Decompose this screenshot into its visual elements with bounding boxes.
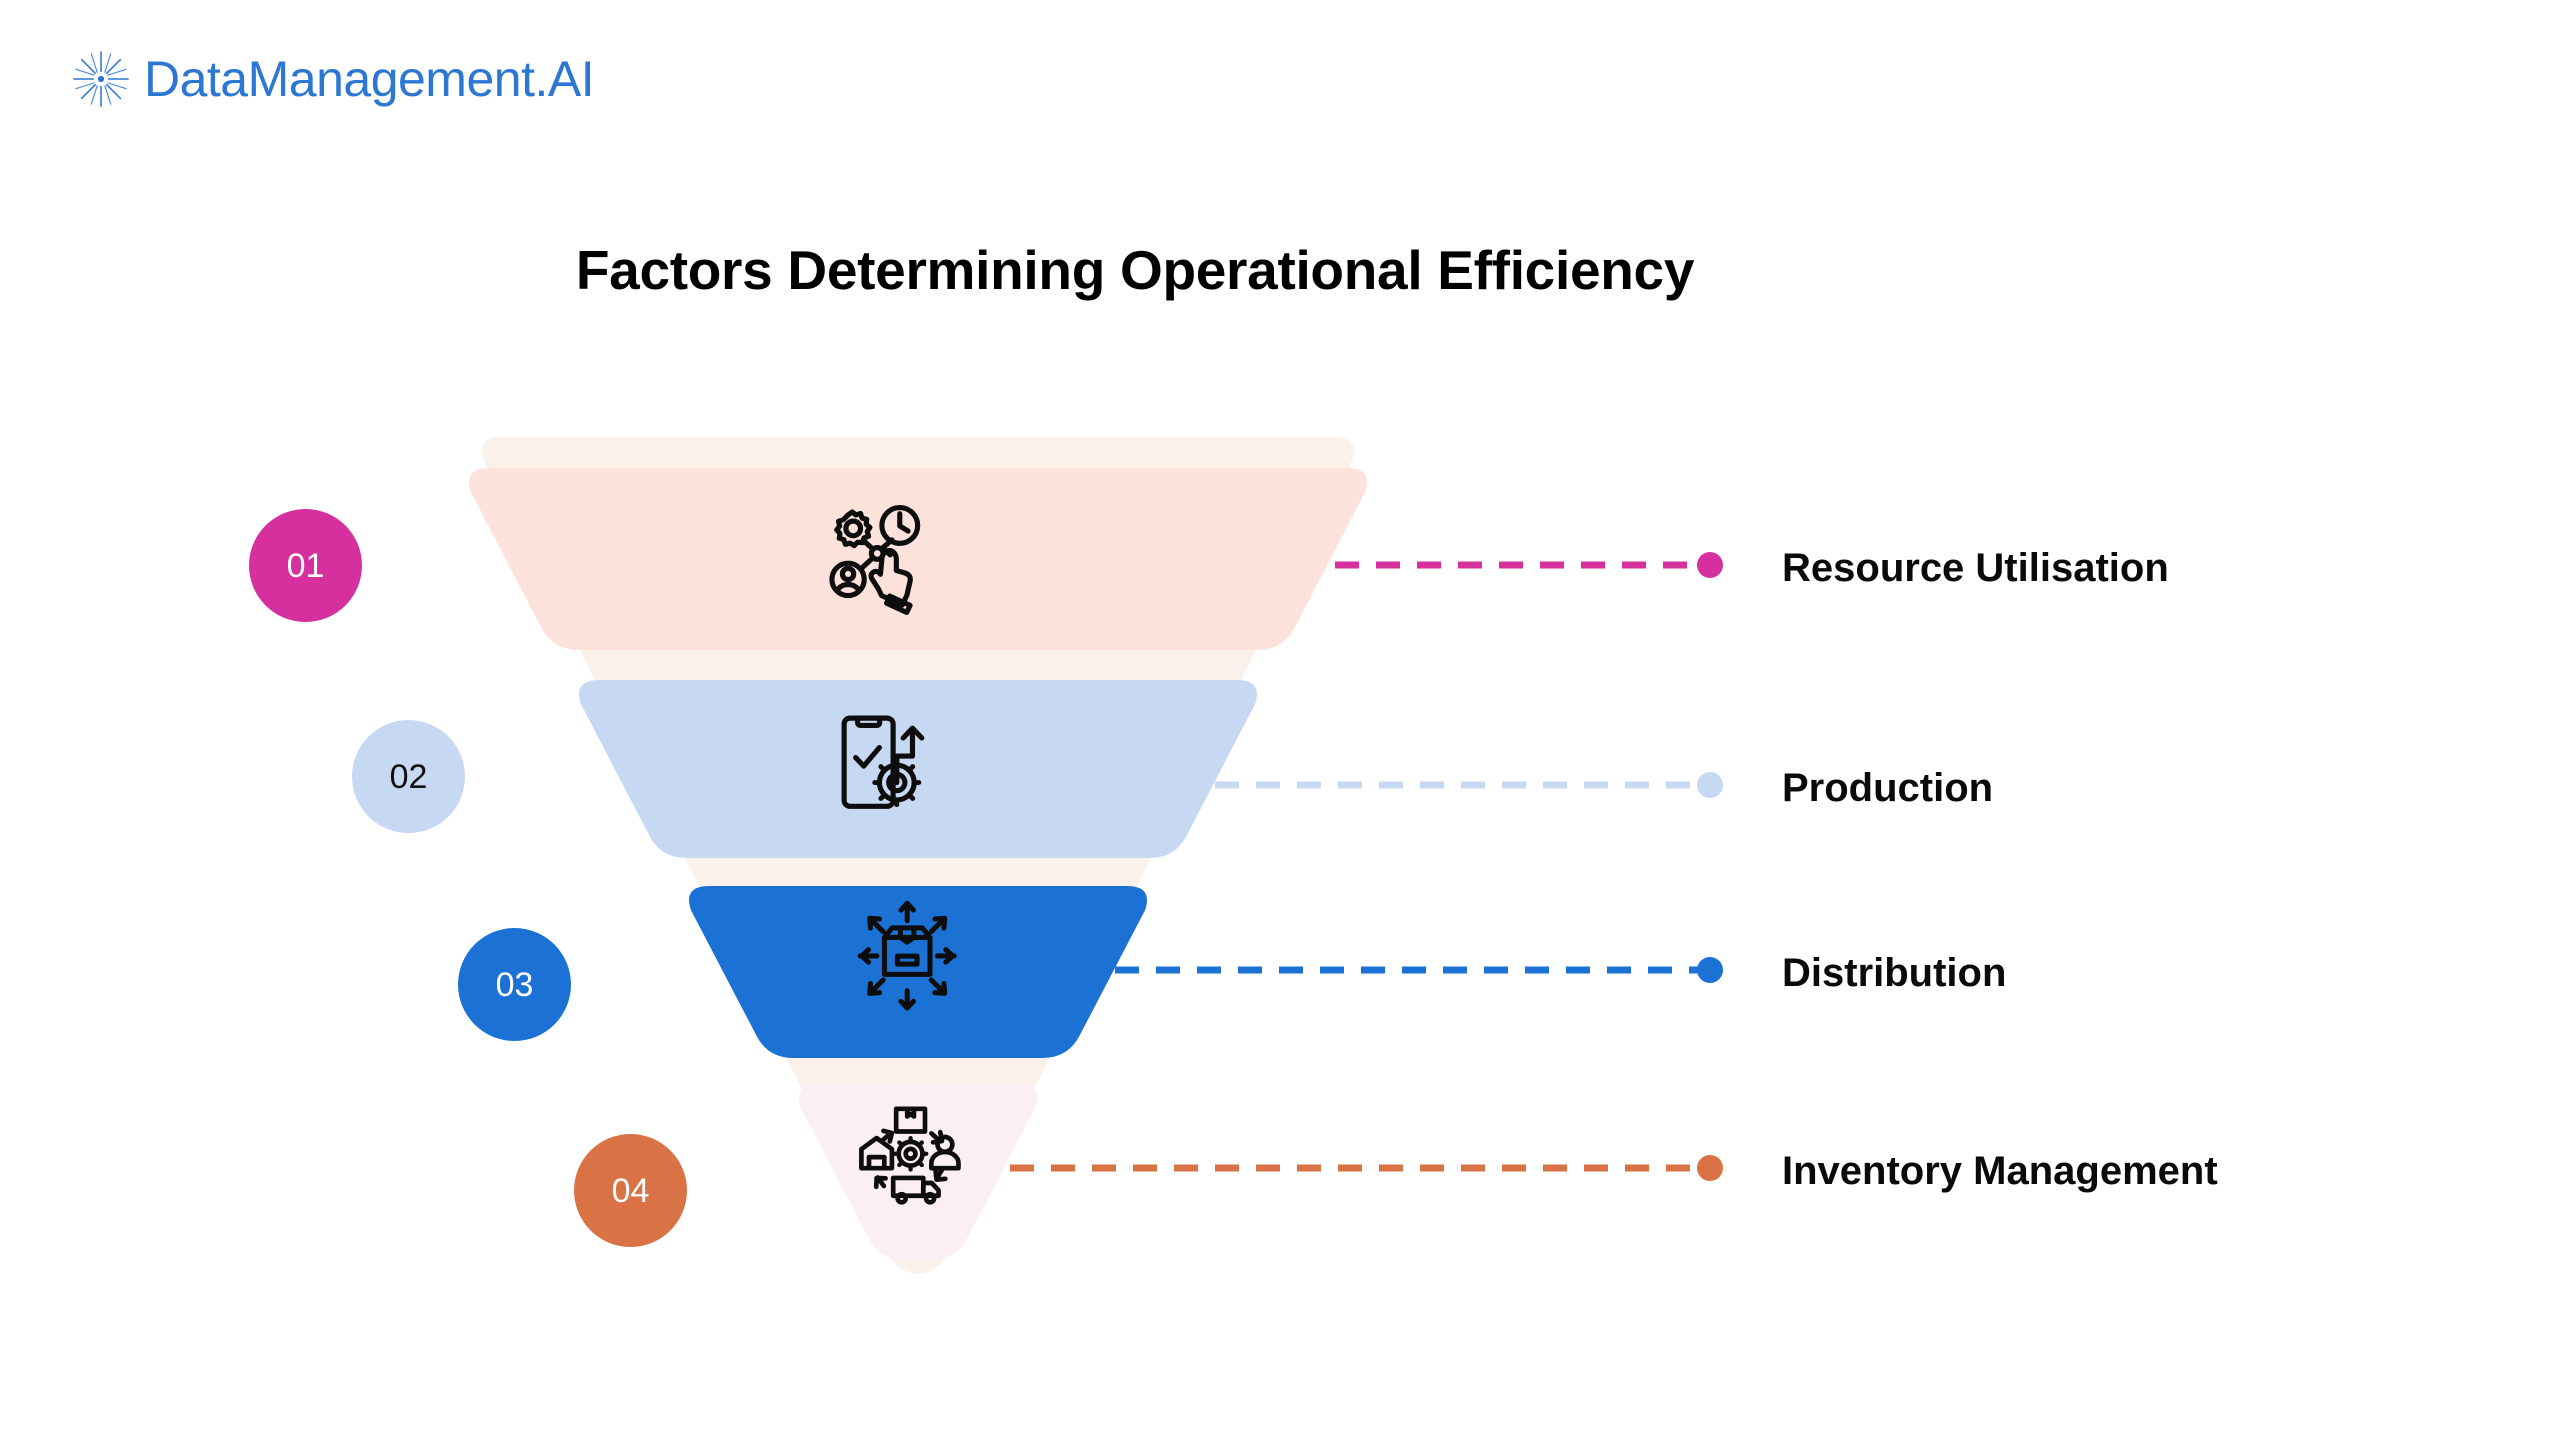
stage-badge-01-label: 01 — [286, 546, 325, 585]
funnel-segment-resource-utilisation — [469, 468, 1367, 650]
gear-clock-user-click-icon — [829, 505, 921, 616]
connector-dot-3 — [1697, 957, 1723, 983]
stage-label-distribution: Distribution — [1782, 951, 2007, 995]
supply-chain-cycle-icon — [859, 1106, 961, 1205]
stage-badge-03[interactable]: 03 — [458, 928, 571, 1041]
brand-logo[interactable]: DataManagement.AI — [70, 48, 595, 110]
page-title: Factors Determining Operational Efficien… — [575, 239, 1695, 301]
stage-badge-01[interactable]: 01 — [249, 509, 362, 622]
stage-label-resource-utilisation: Resource Utilisation — [1782, 546, 2169, 590]
package-distribution-icon — [857, 900, 957, 1011]
stage-badge-02[interactable]: 02 — [352, 720, 465, 833]
funnel-segment-distribution — [689, 886, 1147, 1058]
connector-dot-1 — [1697, 552, 1723, 578]
starburst-icon — [70, 48, 132, 110]
funnel-segment-production — [579, 680, 1257, 858]
stage-badge-02-label: 02 — [389, 757, 428, 796]
stage-badge-03-label: 03 — [495, 965, 534, 1004]
checklist-gear-growth-icon — [841, 715, 925, 809]
brand-name: DataManagement.AI — [144, 51, 595, 107]
funnel-segment-inventory-management — [799, 1084, 1037, 1260]
stage-label-inventory-management: Inventory Management — [1782, 1149, 2218, 1193]
stage-label-production: Production — [1782, 766, 1994, 810]
stage-badge-04[interactable]: 04 — [574, 1134, 687, 1247]
stage-badge-04-label: 04 — [611, 1171, 650, 1210]
connector-dot-2 — [1697, 772, 1723, 798]
connector-dot-4 — [1697, 1155, 1723, 1181]
